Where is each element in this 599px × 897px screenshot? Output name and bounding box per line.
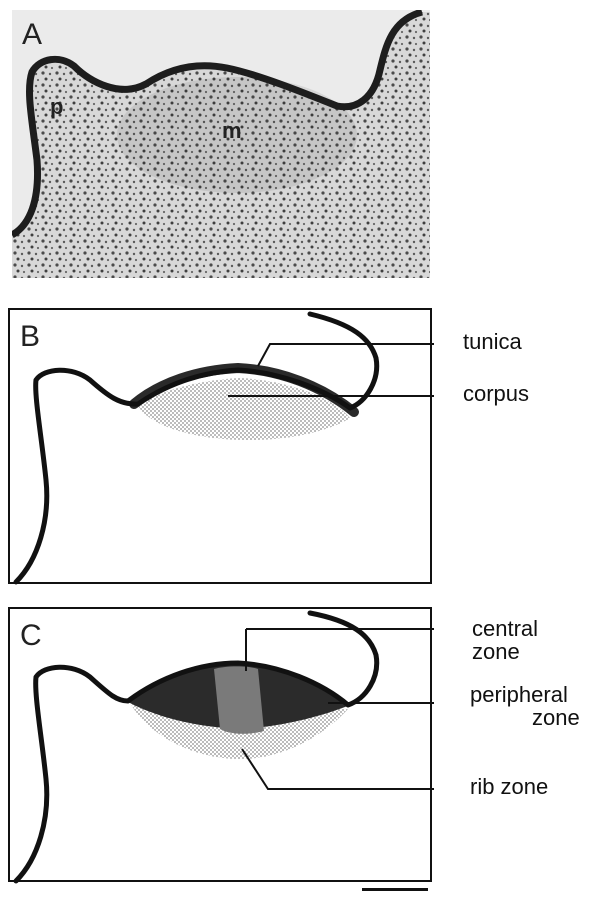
label-m: m	[222, 118, 242, 143]
panel-a-letter: A	[22, 18, 42, 51]
panel-c-zonation: C	[8, 607, 432, 882]
scale-bar	[362, 888, 428, 891]
label-peripheral-zone: peripheral zone	[470, 683, 580, 729]
tunica-leader-line	[258, 344, 434, 366]
panel-b-letter: B	[20, 322, 40, 352]
label-corpus: corpus	[463, 382, 529, 405]
label-central-zone-line1: central	[472, 617, 538, 640]
label-rib-zone: rib zone	[470, 775, 548, 798]
label-peripheral-zone-line1: peripheral	[470, 683, 580, 706]
panel-c-letter: C	[20, 621, 42, 651]
panel-b-tunica-corpus: B	[8, 308, 432, 584]
label-central-zone: central zone	[472, 617, 538, 663]
label-peripheral-zone-line2: zone	[470, 706, 580, 729]
panel-c-diagram	[10, 609, 434, 884]
panel-b-diagram	[10, 310, 434, 586]
panel-a-micrograph: A p m	[12, 10, 430, 278]
label-tunica: tunica	[463, 330, 522, 353]
label-central-zone-line2: zone	[472, 640, 538, 663]
plant-outline	[16, 314, 377, 582]
central-zone-region	[214, 666, 264, 733]
label-p: p	[50, 94, 63, 119]
micrograph-image: A p m	[12, 10, 430, 278]
